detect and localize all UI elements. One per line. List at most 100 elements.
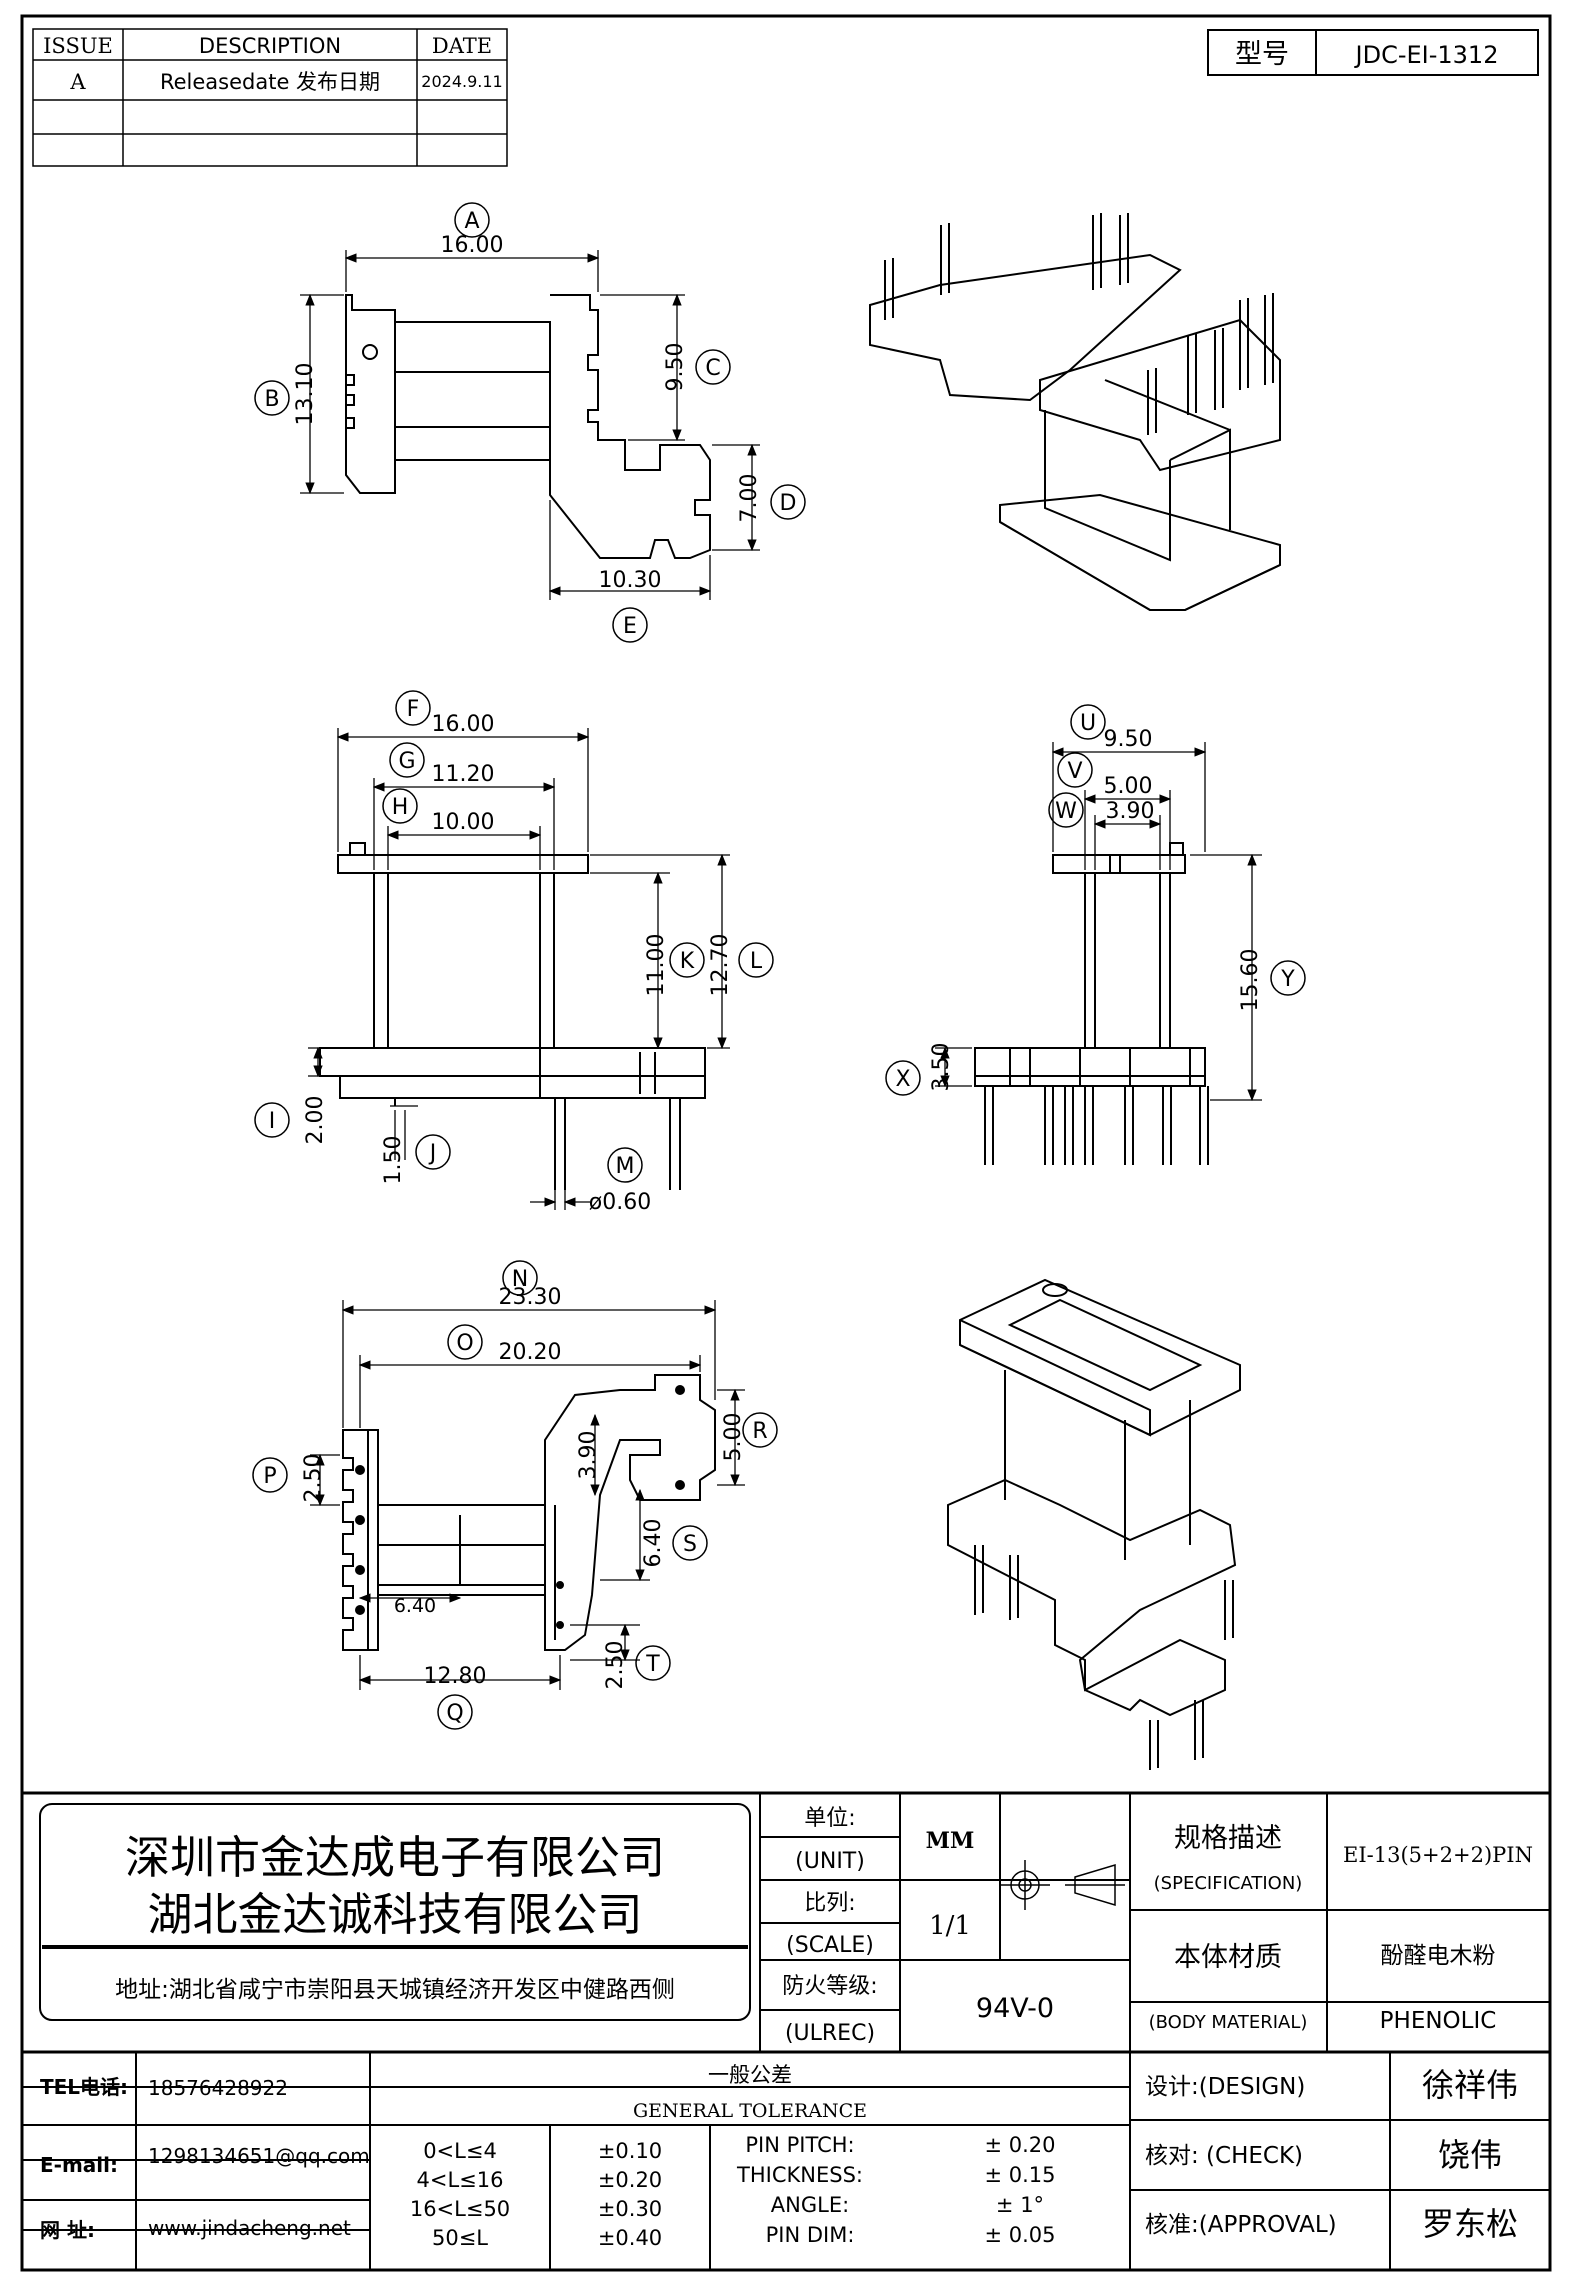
unit-label-cn: 单位: — [804, 1806, 855, 1831]
callout-circle-p — [252, 1457, 288, 1493]
unit-label-en: (UNIT) — [795, 1849, 865, 1874]
dim-inner-640: 6.40 — [394, 1595, 436, 1617]
dim-K: 11.00 — [644, 934, 669, 997]
company-name-2: 湖北金达诚科技有限公司 — [147, 1888, 642, 1941]
callout-circle-h — [382, 788, 418, 824]
dim-N: 23.30 — [499, 1285, 562, 1310]
title-block-grid — [22, 1791, 1550, 2270]
spec-label-en: (SPECIFICATION) — [1154, 1873, 1303, 1894]
top-view-dimensions — [300, 250, 760, 600]
front-view-dimensions — [308, 728, 730, 1210]
isometric-view-top — [869, 213, 1281, 611]
callout-letter-o: O — [456, 1331, 473, 1356]
rev-header-issue: ISSUE — [43, 34, 113, 58]
tol-range-1: 0<L≤4 — [423, 2139, 497, 2163]
rev-row-issue: A — [69, 70, 86, 94]
callout-circle-e — [612, 607, 648, 643]
callout-letter-n: N — [512, 1267, 528, 1292]
tol-other-value-2: ± 0.15 — [984, 2163, 1055, 2187]
tel-label: TEL电话: — [40, 2075, 128, 2099]
tol-value-2: ±0.20 — [598, 2168, 662, 2192]
unit-value: MM — [926, 1828, 975, 1854]
callout-circle-v — [1057, 752, 1093, 788]
tol-other-value-1: ± 0.20 — [984, 2133, 1055, 2157]
callout-circle-c — [695, 349, 731, 385]
fire-rating-value: 94V-0 — [976, 1993, 1054, 2024]
design-label: 设计:(DESIGN) — [1145, 2074, 1305, 2100]
model-number: JDC-EI-1312 — [1354, 41, 1499, 69]
tol-value-1: ±0.10 — [598, 2139, 662, 2163]
callout-letter-d: D — [780, 491, 797, 516]
dim-W: 3.90 — [1106, 799, 1155, 824]
approval-label: 核准:(APPROVAL) — [1145, 2212, 1337, 2238]
callout-circle-x — [885, 1060, 921, 1096]
callout-circle-a — [454, 202, 490, 238]
callout-letter-a: A — [464, 209, 479, 234]
check-label: 核对: (CHECK) — [1145, 2143, 1303, 2169]
sheet-border — [20, 14, 1552, 2272]
tol-other-name-3: ANGLE: — [771, 2193, 849, 2217]
tol-value-3: ±0.30 — [598, 2197, 662, 2221]
side-view — [974, 842, 1209, 1165]
tol-other-value-3: ± 1° — [996, 2193, 1044, 2217]
tol-other-name-1: PIN PITCH: — [745, 2133, 854, 2157]
tol-range-2: 4<L≤16 — [417, 2168, 504, 2192]
tolerance-title-en: GENERAL TOLERANCE — [633, 2100, 867, 2122]
scale-label-cn: 比列: — [804, 1891, 855, 1916]
rev-header-description: DESCRIPTION — [199, 34, 341, 58]
isometric-view-bottom — [947, 1278, 1241, 1770]
tol-value-4: ±0.40 — [598, 2226, 662, 2250]
callout-letter-x: X — [895, 1067, 910, 1092]
callout-letter-c: C — [705, 356, 720, 381]
callout-letter-g: G — [398, 749, 415, 774]
callout-circle-s — [672, 1525, 708, 1561]
dim-I: 2.00 — [303, 1096, 328, 1145]
dim-X: 3.50 — [929, 1043, 954, 1092]
email-address[interactable]: 1298134651@qq.com — [148, 2144, 370, 2168]
dim-M: ø0.60 — [589, 1190, 651, 1215]
scale-label-en: (SCALE) — [786, 1933, 874, 1958]
material-value-en: PHENOLIC — [1380, 2008, 1497, 2034]
dim-J: 1.50 — [381, 1136, 406, 1185]
dim-C: 9.50 — [663, 343, 688, 392]
callout-letter-b: B — [264, 387, 279, 412]
email-label: E-mail: — [40, 2153, 118, 2177]
designer-name: 徐祥伟 — [1422, 2066, 1518, 2104]
dim-P: 2.50 — [301, 1454, 326, 1503]
callout-circle-j — [415, 1134, 451, 1170]
dim-Y: 15.60 — [1238, 949, 1263, 1012]
callout-letter-u: U — [1080, 711, 1096, 736]
top-view — [345, 294, 711, 559]
callout-circle-u — [1070, 704, 1106, 740]
callout-letter-v: V — [1067, 759, 1082, 784]
callout-letter-q: Q — [446, 1701, 463, 1726]
callout-letter-r: R — [752, 1419, 767, 1444]
dim-inner-390: 3.90 — [576, 1431, 601, 1480]
projection-symbol-icon — [1000, 1860, 1125, 1910]
dim-L: 12.70 — [708, 934, 733, 997]
tol-other-value-4: ± 0.05 — [984, 2223, 1055, 2247]
dim-V: 5.00 — [1104, 774, 1153, 799]
approver-name: 罗东松 — [1422, 2205, 1518, 2243]
tol-other-name-2: THICKNESS: — [736, 2163, 863, 2187]
callout-letter-p: P — [263, 1464, 276, 1489]
callout-letter-f: F — [407, 697, 420, 722]
dim-H: 10.00 — [432, 810, 495, 835]
website-link[interactable]: www.jindacheng.net — [148, 2216, 351, 2240]
dim-T: 2.50 — [603, 1641, 628, 1690]
company-name-1: 深圳市金达成电子有限公司 — [125, 1831, 665, 1884]
material-label-en: (BODY MATERIAL) — [1149, 2012, 1308, 2033]
callout-circle-i — [254, 1102, 290, 1138]
callout-letter-l: L — [750, 949, 763, 974]
callout-circle-q — [437, 1694, 473, 1730]
rev-header-date: DATE — [432, 34, 492, 58]
model-label: 型号 — [1235, 39, 1289, 70]
callout-letter-t: T — [645, 1652, 660, 1677]
side-view-dimensions — [935, 742, 1262, 1102]
front-view — [319, 842, 706, 1190]
callout-letter-k: K — [680, 949, 695, 974]
callout-circle-k — [669, 942, 705, 978]
bottom-view-dimensions — [310, 1300, 745, 1690]
